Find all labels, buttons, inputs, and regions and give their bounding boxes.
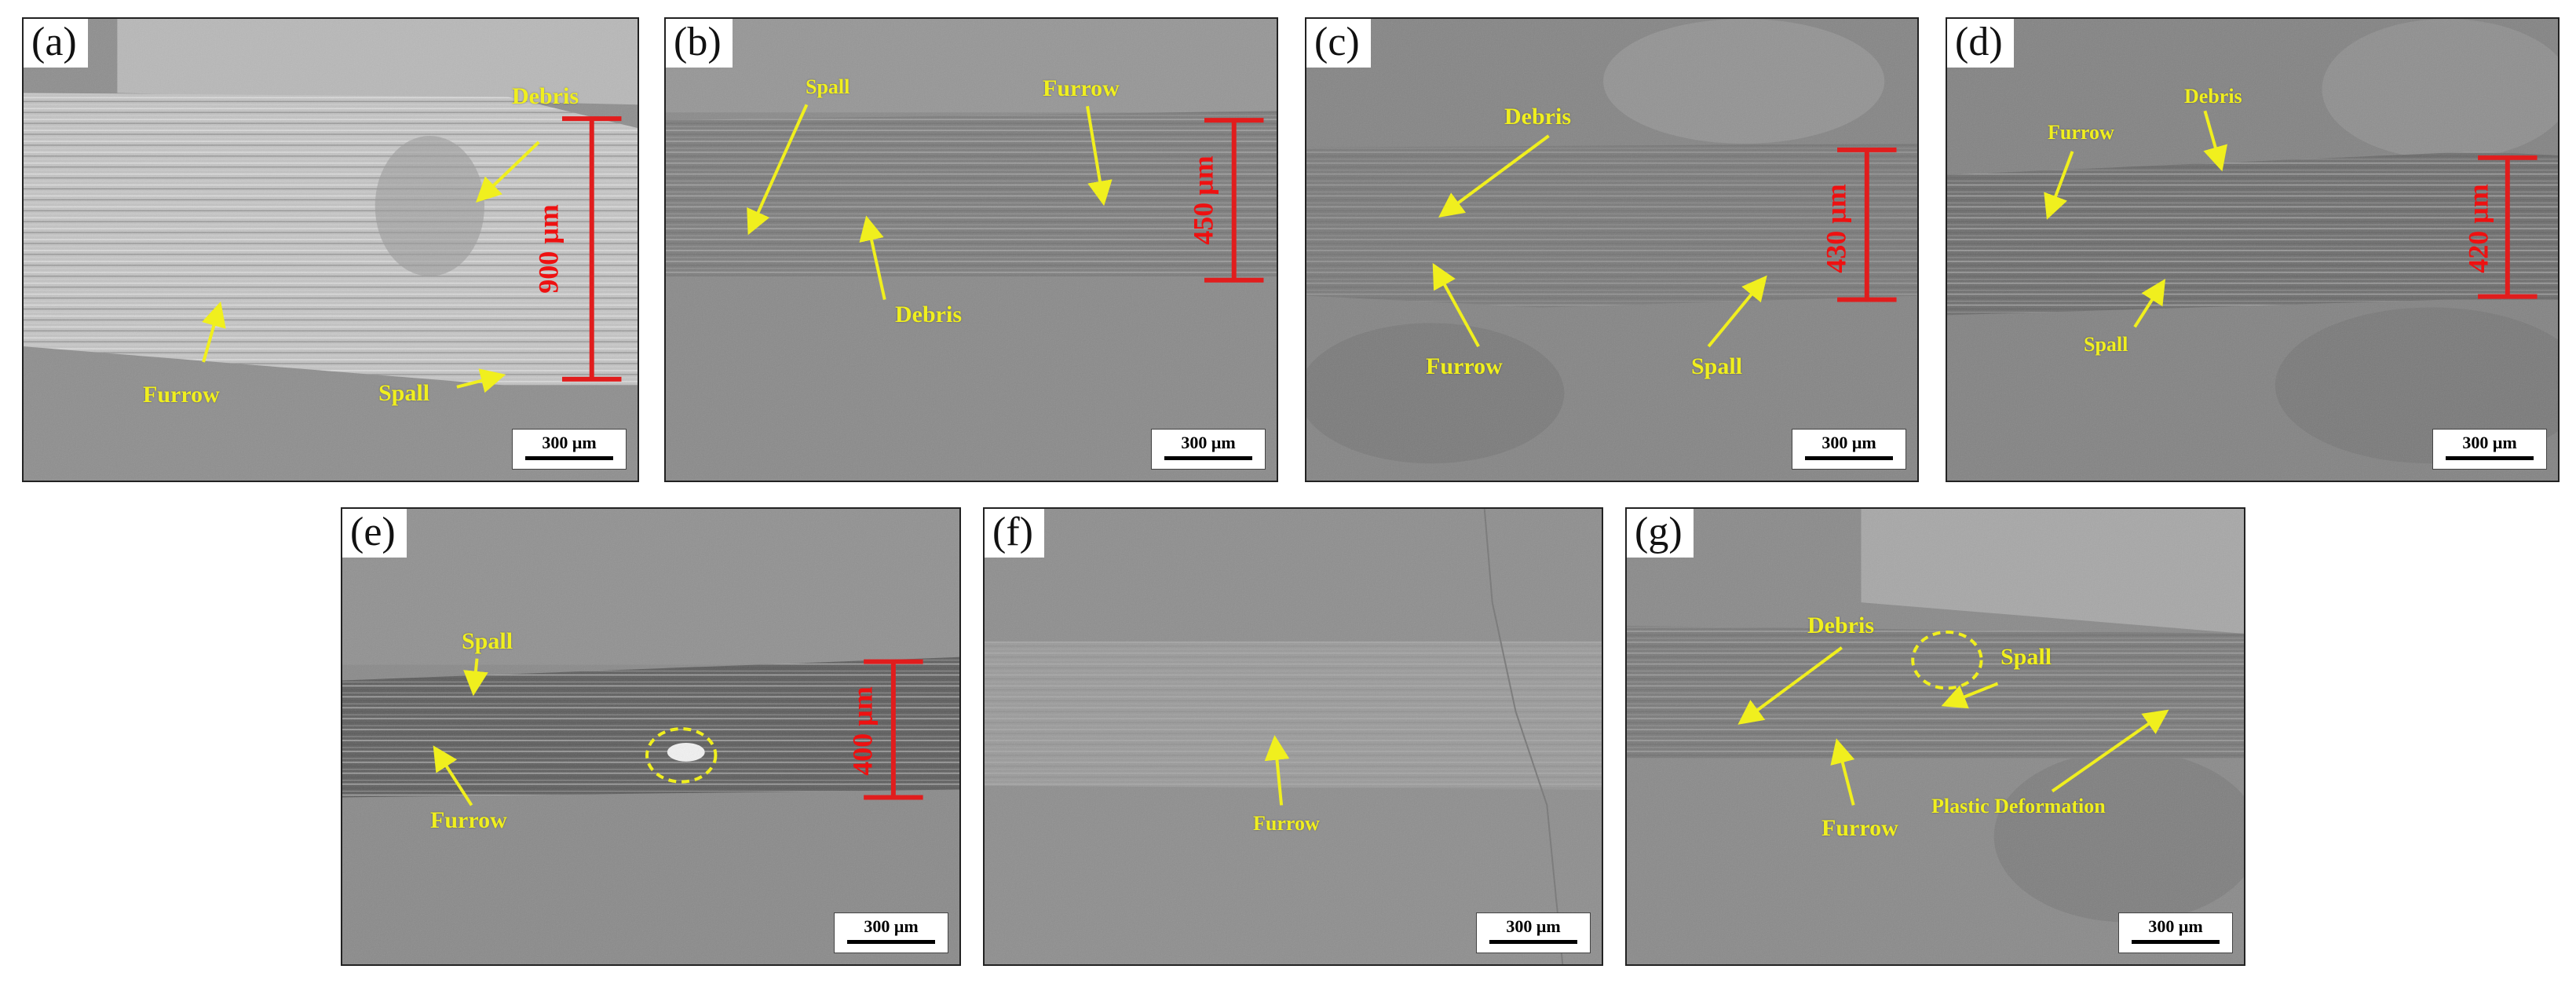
panel-label: (g) <box>1627 509 1694 558</box>
furrow-label: Furrow <box>2048 121 2114 144</box>
panel-f: (f) Furrow 300 μm <box>983 507 1603 966</box>
panel-label: (c) <box>1306 19 1371 68</box>
panel-d: (d) Furrow Debris Spall 420 μm 300 μm <box>1946 17 2560 482</box>
furrow-label: Furrow <box>430 807 507 833</box>
scale-bar-text: 300 μm <box>2462 433 2517 452</box>
furrow-label: Furrow <box>1043 75 1120 101</box>
spall-label: Spall <box>378 380 430 406</box>
scale-bar-text: 300 μm <box>2148 916 2203 936</box>
scale-bar: 300 μm <box>2118 912 2233 953</box>
scale-bar-text: 300 μm <box>1821 433 1876 452</box>
annotations-d <box>2044 110 2538 328</box>
sem-image-b <box>666 19 1277 481</box>
track-width-label: 430 μm <box>1820 184 1852 273</box>
spall-label: Spall <box>1691 353 1743 379</box>
annotations-c <box>1432 134 1897 348</box>
annotations-f <box>1264 735 1290 806</box>
scale-bar-text: 300 μm <box>1506 916 1561 936</box>
plastic-deformation-label: Plastic Deformation <box>1931 795 2106 817</box>
sem-image-f <box>985 509 1602 964</box>
scale-bar: 300 μm <box>2432 429 2547 470</box>
furrow-label: Furrow <box>1253 812 1320 835</box>
track-width-label: 450 μm <box>1187 155 1219 245</box>
debris-label: Debris <box>2184 85 2242 108</box>
track-width-label: 420 μm <box>2462 184 2494 273</box>
furrow-label: Furrow <box>143 382 220 408</box>
sem-image-e <box>342 509 959 964</box>
scale-bar-text: 300 μm <box>864 916 919 936</box>
track-width-label: 400 μm <box>846 686 879 776</box>
debris-label: Debris <box>895 302 962 327</box>
panel-a: (a) Debris Furrow Spall 900 μm 300 μm <box>22 17 639 482</box>
panel-label: (a) <box>24 19 88 68</box>
panel-label: (e) <box>342 509 407 558</box>
scale-bar-text: 300 μm <box>542 433 597 452</box>
annotations-b <box>747 104 1264 300</box>
scale-bar-text: 300 μm <box>1181 433 1236 452</box>
annotations-e <box>433 658 923 806</box>
spall-label: Spall <box>2084 333 2128 356</box>
panel-g: (g) Debris Spall Furrow Plastic Deformat… <box>1625 507 2245 966</box>
scale-bar: 300 μm <box>1151 429 1266 470</box>
sem-image-c <box>1306 19 1917 481</box>
sem-image-d <box>1947 19 2558 481</box>
scale-bar: 300 μm <box>834 912 948 953</box>
panel-e: (e) Spall Furrow 400 μm 300 μm <box>341 507 961 966</box>
panel-label: (f) <box>985 509 1044 558</box>
scale-bar: 300 μm <box>512 429 627 470</box>
furrow-label: Furrow <box>1821 815 1898 841</box>
sem-image-g <box>1627 509 2244 964</box>
sem-image-a <box>24 19 638 481</box>
panel-b: (b) Spall Furrow Debris 450 μm 300 μm <box>664 17 1278 482</box>
annotations-g <box>1737 630 2169 806</box>
spall-label: Spall <box>806 75 850 98</box>
furrow-label: Furrow <box>1426 353 1503 379</box>
annotations-a <box>202 116 622 393</box>
debris-label: Debris <box>1504 104 1571 130</box>
spall-label: Spall <box>2001 644 2052 670</box>
panel-label: (d) <box>1947 19 2014 68</box>
debris-label: Debris <box>1807 613 1874 638</box>
panel-label: (b) <box>666 19 733 68</box>
panel-c: (c) Debris Furrow Spall 430 μm 300 μm <box>1305 17 1919 482</box>
debris-label: Debris <box>512 83 579 109</box>
track-width-label: 900 μm <box>532 204 565 294</box>
spall-label: Spall <box>462 628 513 654</box>
scale-bar: 300 μm <box>1792 429 1906 470</box>
scale-bar: 300 μm <box>1476 912 1591 953</box>
